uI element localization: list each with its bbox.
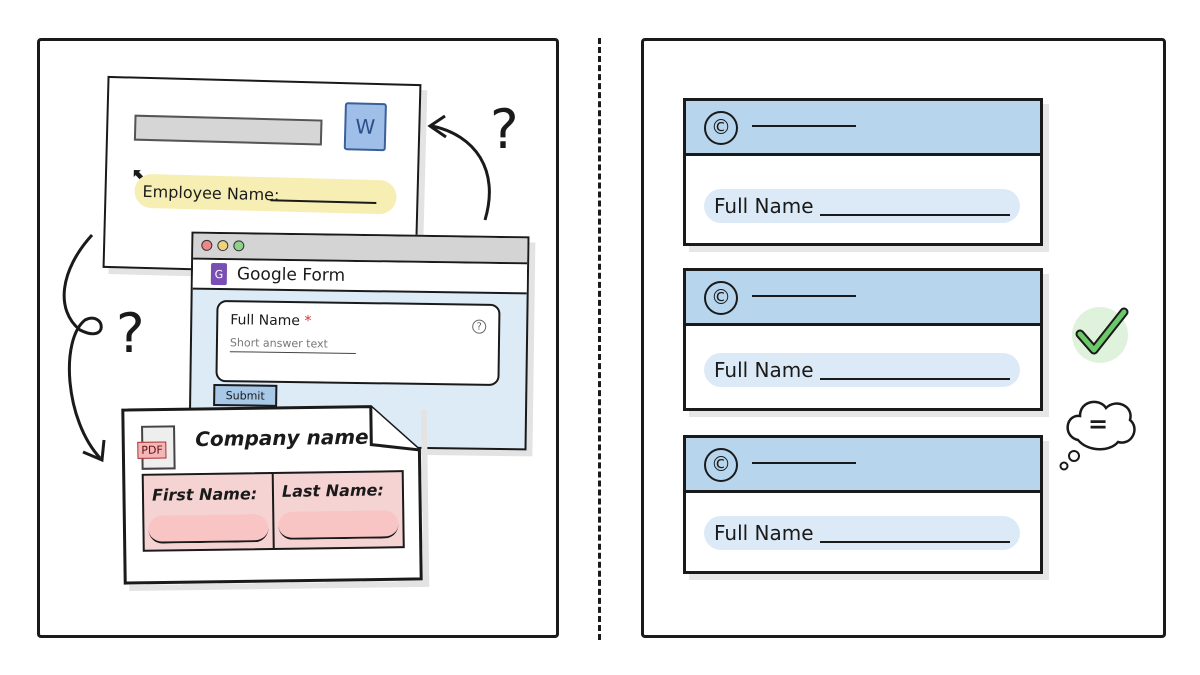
full-name-field[interactable]: Full Name	[704, 516, 1020, 550]
question-mark: ?	[116, 302, 145, 365]
header-line	[752, 295, 856, 297]
logo-icon: ©	[704, 111, 738, 145]
full-name-field[interactable]: Full Name	[704, 353, 1020, 387]
logo-icon: ©	[704, 448, 738, 482]
consistent-form-card: © Full Name	[683, 268, 1043, 411]
header-line	[752, 462, 856, 464]
header-line	[752, 125, 856, 127]
card-header: ©	[686, 271, 1040, 326]
question-mark: ?	[490, 98, 519, 161]
equals-symbol: =	[1088, 410, 1109, 438]
arrow-head-up	[427, 114, 447, 139]
curved-arrow-up	[431, 124, 491, 221]
full-name-field[interactable]: Full Name	[704, 189, 1020, 223]
dashed-divider	[598, 38, 601, 640]
logo-icon: ©	[704, 281, 738, 315]
consistent-form-card: © Full Name	[683, 98, 1043, 246]
pdf-form: PDF Company name First Name: Last Name:	[121, 404, 423, 585]
card-header: ©	[686, 101, 1040, 156]
arrow-head-down	[82, 439, 106, 463]
consistent-form-card: © Full Name	[683, 435, 1043, 574]
curved-arrow-down	[62, 233, 103, 460]
card-header: ©	[686, 438, 1040, 493]
